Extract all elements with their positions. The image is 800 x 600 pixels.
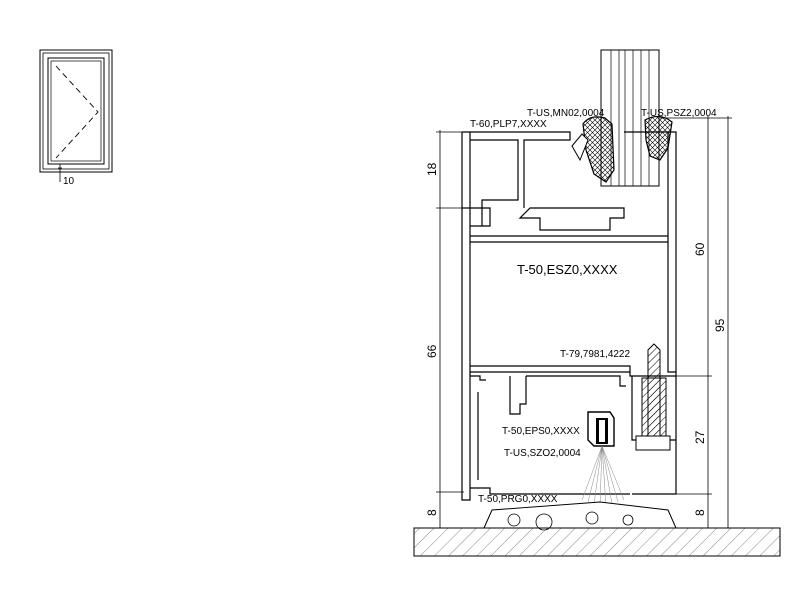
opening-direction-lines — [55, 65, 99, 159]
label-brush-profile: T-50,EPS0,XXXX — [502, 426, 580, 437]
dimension-right-upper: 60 — [693, 242, 707, 256]
label-seal-outer: T-US,PSZ2,0004 — [641, 108, 717, 119]
label-bead: T-60,PLP7,XXXX — [470, 119, 547, 130]
label-screw: T-79,7981,4222 — [560, 349, 630, 360]
floor — [413, 527, 781, 557]
brush-seal — [581, 411, 625, 507]
label-insulator-main: T-50,ESZ0,XXXX — [517, 262, 618, 277]
label-threshold: T-50,PRG0,XXXX — [478, 494, 558, 505]
screw — [635, 343, 671, 451]
dimension-right-total: 95 — [713, 318, 727, 332]
window-thumbnail: 10 — [39, 49, 113, 187]
left-dimension-chain — [436, 130, 464, 529]
threshold — [483, 501, 677, 531]
inner-gasket — [571, 116, 615, 183]
dimension-left-top: 18 — [425, 162, 439, 176]
thumbnail-dimension: 10 — [63, 176, 75, 187]
label-seal-inner: T-US,MN02,0004 — [527, 108, 605, 119]
dimension-right-lower: 27 — [693, 430, 707, 444]
label-brush-seal: T-US,SZO2,0004 — [504, 448, 581, 459]
dimension-right-bottom: 8 — [693, 509, 707, 516]
right-dimension-chain — [660, 116, 732, 529]
outer-gasket — [644, 115, 673, 161]
dimension-left-bottom: 8 — [425, 509, 439, 516]
dimension-left-middle: 66 — [425, 344, 439, 358]
